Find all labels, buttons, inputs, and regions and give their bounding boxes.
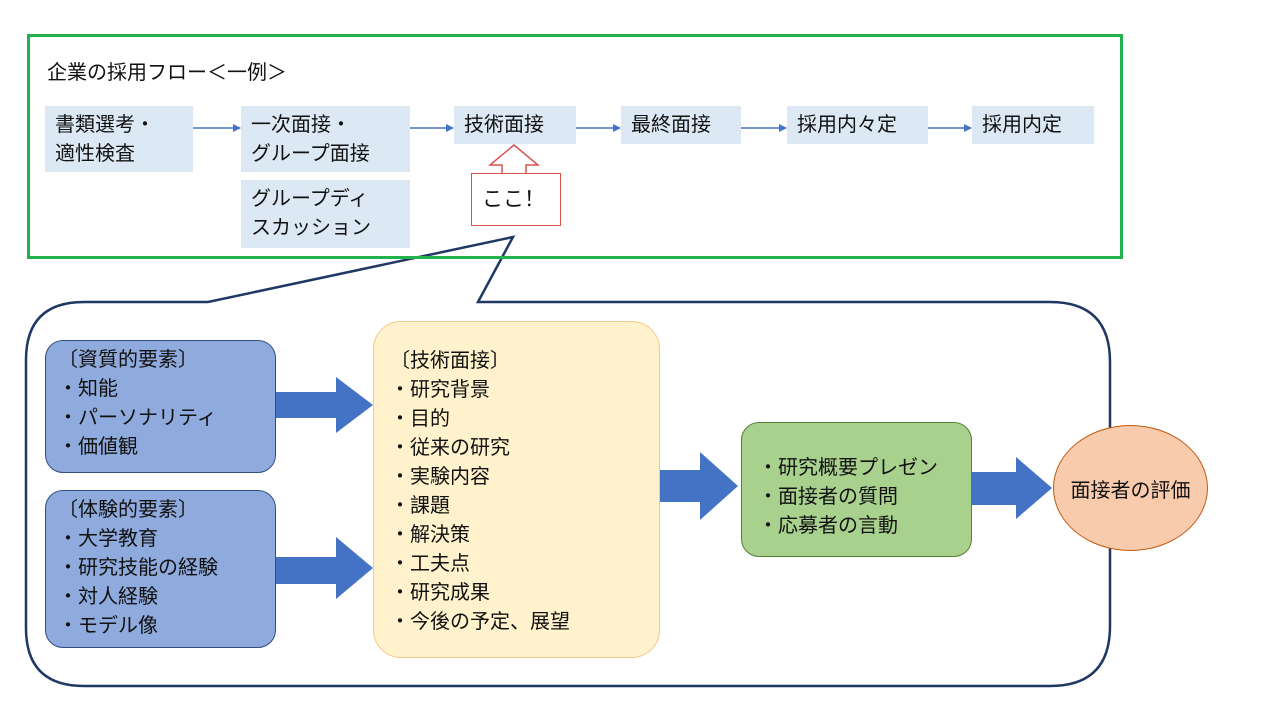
experiences-item: ・大学教育 — [58, 526, 158, 550]
tech-interview-item: ・今後の予定、展望 — [390, 609, 570, 633]
qualities-item: ・パーソナリティ — [58, 405, 217, 429]
tech-interview-item: ・実験内容 — [390, 464, 490, 488]
step-first-interview: 一次面接・ グループ面接 — [241, 106, 410, 172]
step-group-discussion: グループディ スカッション — [241, 180, 410, 248]
tech-interview-item: ・目的 — [390, 406, 450, 430]
presentation-item: ・応募者の言動 — [758, 513, 898, 537]
experiences-item: ・モデル像 — [58, 613, 158, 637]
step-document-screening: 書類選考・ 適性検査 — [45, 106, 193, 172]
tech-interview-box: 〔技術面接〕 ・研究背景 ・目的 ・従来の研究 ・実験内容 ・課題 ・解決策 ・… — [373, 321, 660, 658]
qualities-item: ・知能 — [58, 376, 118, 400]
evaluation-label: 面接者の評価 — [1070, 477, 1191, 502]
step-final-interview: 最終面接 — [621, 106, 741, 144]
step-formal-offer: 採用内定 — [972, 106, 1094, 144]
experiences-heading: 〔体験的要素〕 — [58, 497, 198, 521]
block-arrow-qualities — [276, 377, 373, 433]
presentation-item: ・面接者の質問 — [758, 484, 898, 508]
tech-interview-item: ・課題 — [390, 493, 450, 517]
evaluation-circle: 面接者の評価 — [1053, 425, 1208, 551]
qualities-box: 〔資質的要素〕 ・知能 ・パーソナリティ ・価値観 — [45, 340, 276, 473]
here-callout: ここ！ — [471, 173, 561, 226]
tech-interview-item: ・工夫点 — [390, 551, 470, 575]
block-arrow-presentation — [972, 457, 1052, 519]
tech-interview-item: ・従来の研究 — [390, 435, 510, 459]
qualities-item: ・価値観 — [58, 434, 138, 458]
tech-interview-item: ・研究背景 — [390, 377, 490, 401]
presentation-box: ・研究概要プレゼン ・面接者の質問 ・応募者の言動 — [741, 422, 972, 557]
qualities-heading: 〔資質的要素〕 — [58, 347, 198, 371]
block-arrow-tech — [660, 452, 738, 520]
tech-interview-item: ・解決策 — [390, 522, 470, 546]
experiences-item: ・研究技能の経験 — [58, 555, 218, 579]
tech-interview-item: ・研究成果 — [390, 580, 490, 604]
tech-interview-heading: 〔技術面接〕 — [390, 348, 510, 372]
flow-title: 企業の採用フロー＜一例＞ — [47, 60, 287, 84]
experiences-box: 〔体験的要素〕 ・大学教育 ・研究技能の経験 ・対人経験 ・モデル像 — [45, 490, 276, 648]
presentation-item: ・研究概要プレゼン — [758, 455, 938, 479]
experiences-item: ・対人経験 — [58, 584, 158, 608]
step-tech-interview: 技術面接 — [454, 106, 576, 144]
zoom-callout-outline — [24, 235, 1112, 688]
recruitment-flow-frame — [27, 34, 1123, 259]
step-informal-offer: 採用内々定 — [787, 106, 928, 144]
block-arrow-experiences — [276, 537, 373, 599]
